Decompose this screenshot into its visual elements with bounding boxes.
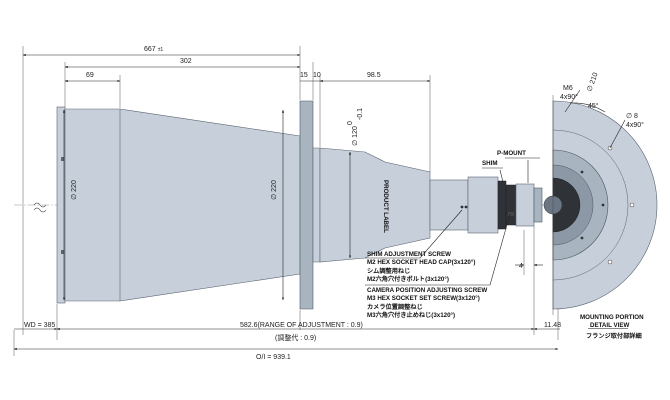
shim-screw-title: SHIM ADJUSTMENT SCREW (367, 251, 451, 258)
detail-dia-210: ∅ 210 (586, 72, 599, 93)
product-label-text: PRODUCT LABEL (382, 180, 389, 233)
camera-screw-jp2: M3六角穴付き止めねじ(3x120°) (367, 311, 455, 319)
shim-label: SHIM (482, 160, 497, 167)
detail-title-2: DETAIL VIEW (590, 322, 629, 329)
dim-11-48: 11.48 (544, 322, 561, 329)
main-cone (64, 108, 301, 302)
shim-ring (497, 180, 507, 230)
detail-title-1: MOUNTING PORTION (580, 314, 644, 321)
mounting-detail-view (543, 89, 658, 315)
dim-range: 582.6(RANGE OF ADJUSTMENT : 0.9) (240, 322, 363, 329)
p-mount (515, 183, 535, 227)
mounting-flange (299, 100, 314, 310)
rear-barrel (429, 179, 469, 231)
bolt-hole (607, 259, 613, 265)
p-mount-label: P-MOUNT (497, 150, 526, 157)
dim-4: 4 (519, 263, 523, 270)
rear-tube (319, 147, 431, 263)
dim-dia-tube: ∅ 120 (352, 126, 359, 146)
dim-dia-tube-tol-upper: 0 (347, 121, 354, 125)
detail-angle-45: 45° (588, 102, 599, 110)
lens-body (56, 100, 543, 310)
dim-302: 302 (180, 58, 192, 65)
dim-overall-length: 667±1 (144, 46, 163, 53)
detail-title-jp: フランジ取付部詳細 (586, 332, 642, 340)
shim-screw-spec: M2 HEX SOCKET HEAD CAP(3x120°) (367, 259, 475, 266)
dim-dia-flange: ∅ 220 (271, 180, 278, 200)
detail-dia-8-qty: 4x90° (626, 121, 644, 129)
dim-oi: O/I = 939.1 (256, 354, 291, 361)
dim-10: 10 (313, 72, 321, 79)
shim-screw-jp1: シム調整用ねじ (367, 267, 410, 275)
camera-screw-jp1: カメラ位置調整ねじ (367, 303, 423, 311)
camera-screw-title: CAMERA POSITION ADJUSTING SCREW (367, 287, 487, 294)
camera-adjust-screw-mark (508, 212, 514, 216)
shim-screw-jp2: M2六角穴付きボルト(3x120°) (367, 275, 449, 283)
camera-screw-spec: M3 HEX SOCKET SET SCREW(3x120°) (367, 295, 480, 302)
dim-98-5: 98.5 (367, 72, 381, 79)
detail-m6: M6 (563, 85, 573, 92)
dim-69: 69 (86, 72, 94, 79)
dim-dia-tube-tol-lower: -0.1 (357, 108, 364, 120)
shim-adjust-screw-mark (460, 205, 464, 209)
dim-dia-front: ∅ 220 (71, 180, 78, 200)
dimension-labels: 667±1 302 69 15 10 98.5 ∅ 220 ∅ 220 ∅ 12… (24, 46, 561, 361)
dim-15: 15 (300, 72, 308, 79)
dim-range-jp: (調整代 : 0.9) (275, 333, 316, 342)
detail-m6-qty: 4x90° (560, 93, 578, 101)
detail-dia-8: ∅ 8 (626, 113, 638, 120)
dim-wd: WD = 385 (24, 322, 55, 329)
callout-labels: P-MOUNT SHIM PRODUCT LABEL SHIM ADJUSTME… (367, 150, 526, 319)
